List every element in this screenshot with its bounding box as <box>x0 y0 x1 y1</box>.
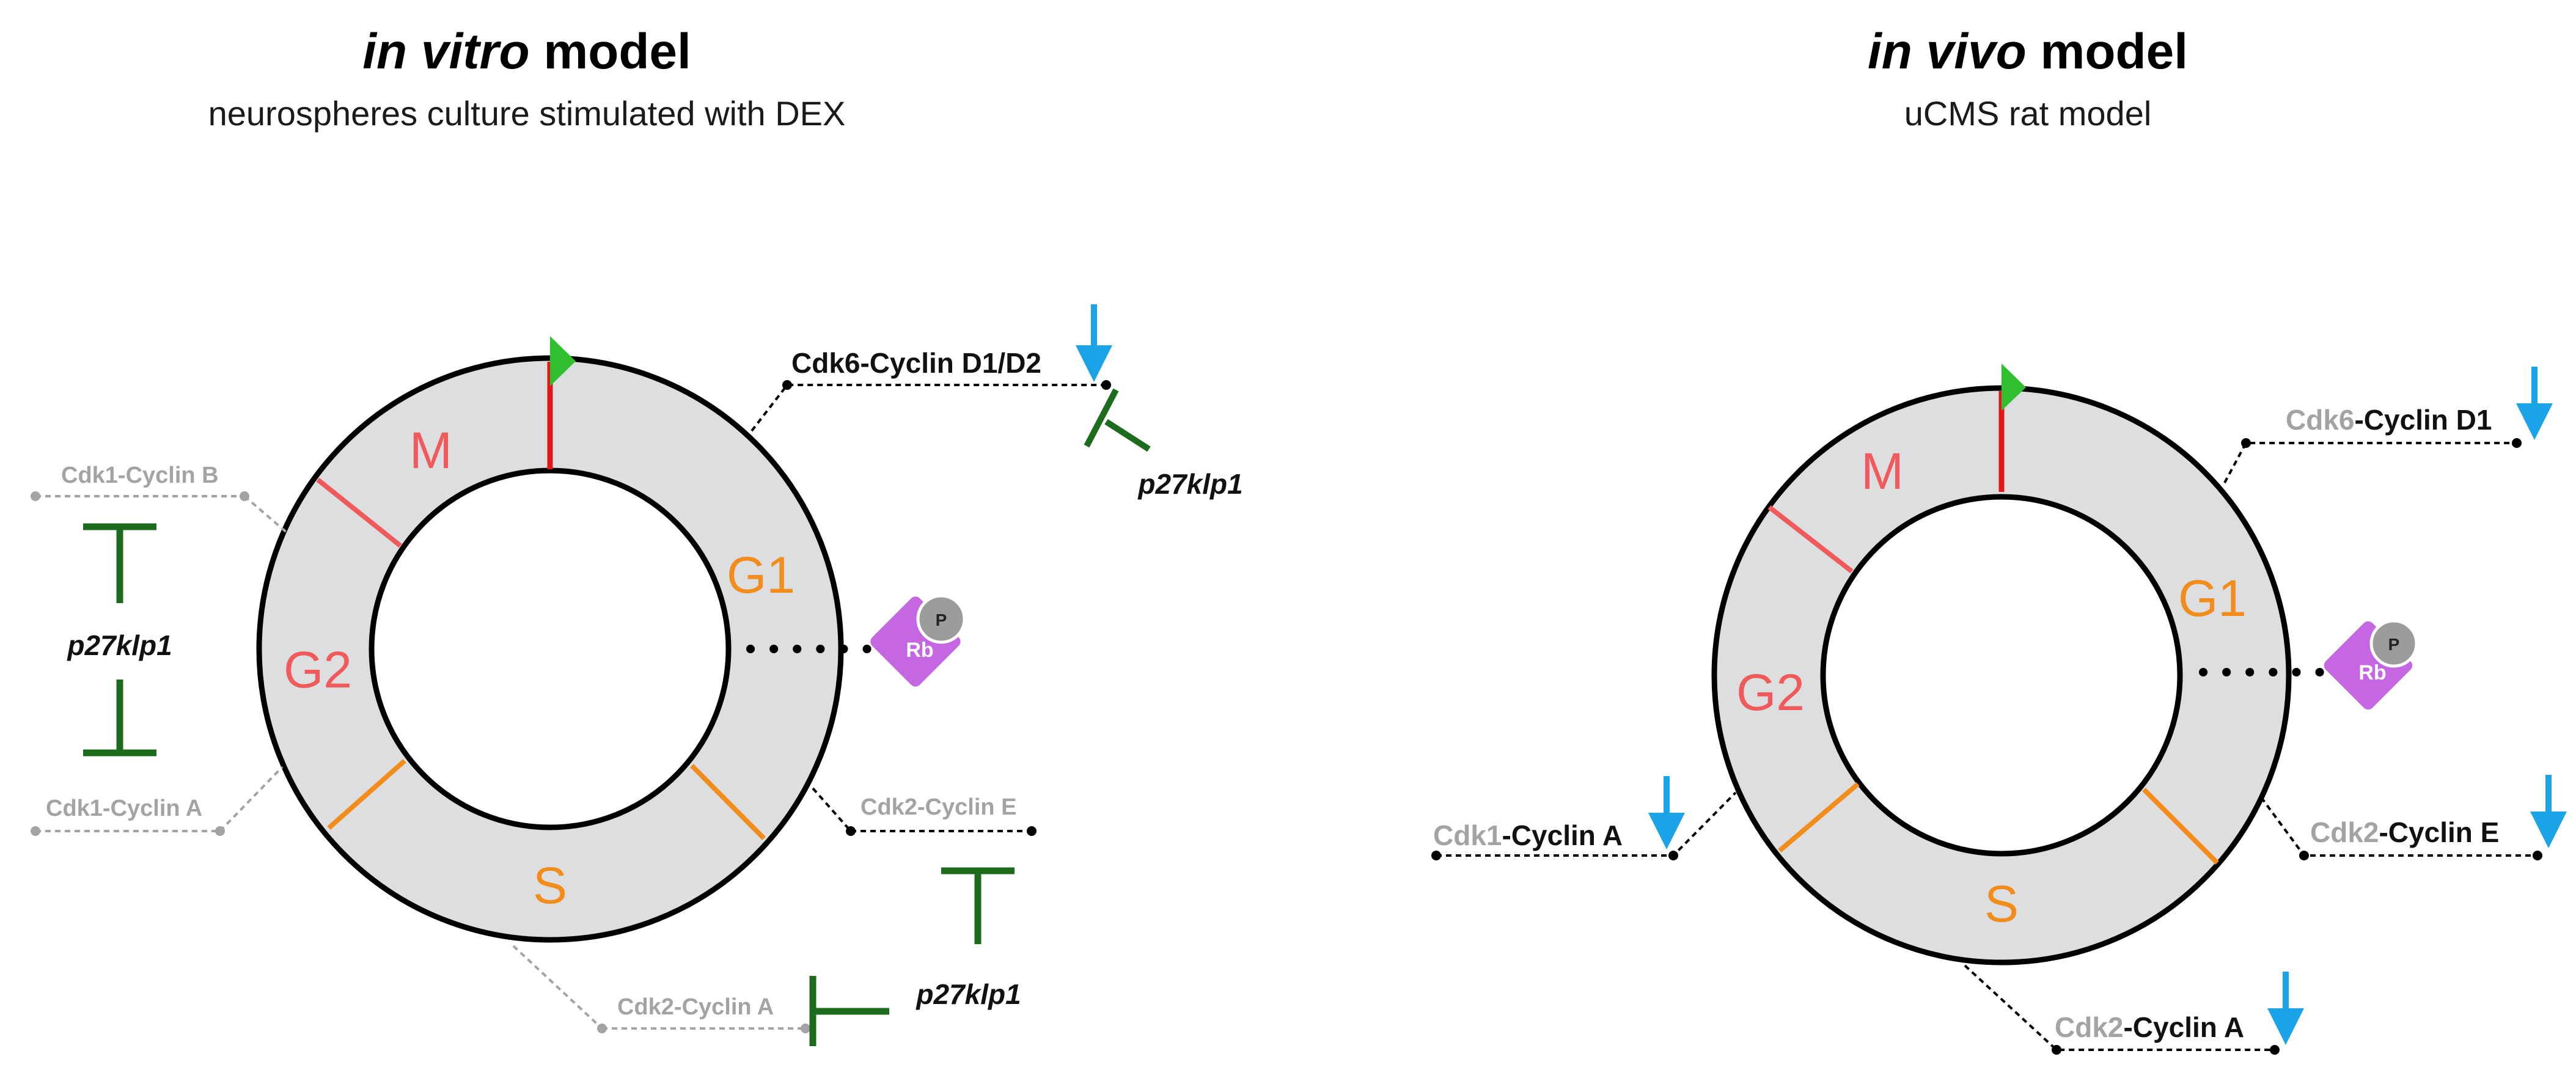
right-cdk6-cyclin: -Cyclin D1 <box>2354 404 2492 436</box>
right-cdk2-cyclin-e-label: Cdk2-Cyclin E <box>2310 816 2499 848</box>
right-rb-label: Rb <box>2358 661 2386 684</box>
left-phase-s: S <box>533 857 567 914</box>
left-cdk6-leader <box>750 384 1106 432</box>
left-title-rest: model <box>530 24 691 79</box>
right-cdk6-kinase: Cdk6 <box>2286 404 2354 436</box>
left-cdk2-cyclin-a-label: Cdk2-Cyclin A <box>617 994 774 1020</box>
left-cdk1a-leader-d <box>219 766 284 832</box>
left-cdk6-leader-dot-b <box>1101 380 1111 390</box>
left-phase-m: M <box>409 422 452 479</box>
right-g2-s-boundary <box>1778 782 1860 853</box>
right-cdk1a-cyclin: -Cyclin A <box>1502 819 1623 851</box>
left-title-italic: in vitro <box>362 24 529 79</box>
left-cdk2e-dot-a <box>846 826 856 836</box>
right-cdk2e-dot-b <box>2533 851 2542 860</box>
left-p27-label-left: p27klp1 <box>66 629 172 661</box>
right-s-g1-boundary <box>2142 788 2219 865</box>
right-subtitle: uCMS rat model <box>1904 94 2152 133</box>
right-cdk6-cyclin-d1-label: Cdk6-Cyclin D1 <box>2286 404 2492 436</box>
left-g2-s-boundary <box>327 759 406 830</box>
right-cdk2e-kinase: Cdk2 <box>2310 816 2379 848</box>
right-title: in vivo model <box>1868 24 2188 79</box>
left-cdk2e-dot-b <box>1027 826 1037 836</box>
left-inner-circle <box>369 467 732 830</box>
right-panel: in vivo model uCMS rat model M G1 G2 S C… <box>1431 24 2567 1055</box>
right-cdk6-dot-b <box>2512 438 2522 448</box>
left-s-g1-boundary <box>690 764 766 840</box>
right-start-marker <box>2002 364 2026 411</box>
right-phase-g2: G2 <box>1736 664 1805 721</box>
left-cdk2a-leader-d <box>512 945 603 1030</box>
left-panel: in vitro model neurospheres culture stim… <box>31 24 1243 1046</box>
right-cdk6-dot-a <box>2241 438 2251 448</box>
left-cdk6-inhibitor-stem <box>1104 419 1151 452</box>
left-cdk1a-dot-b <box>215 826 225 836</box>
left-cdk2a-dot-a <box>597 1024 607 1033</box>
right-cdk2a-kinase: Cdk2 <box>2055 1011 2123 1043</box>
left-cdk1b-dot-a <box>31 491 40 501</box>
right-title-rest: model <box>2027 24 2188 79</box>
left-phospho-group: P <box>916 594 966 644</box>
left-phase-g1: G1 <box>727 546 795 604</box>
left-cdk1a-dot-a <box>31 826 40 836</box>
left-cdk1-cyclin-b-label: Cdk1-Cyclin B <box>61 463 219 488</box>
left-phase-g2: G2 <box>284 641 352 698</box>
left-cdk1b-dot-b <box>240 491 249 501</box>
left-cdk1b-leader-d <box>243 495 288 534</box>
left-cdk6-leader-dot-a <box>782 380 792 390</box>
right-cdk1a-kinase: Cdk1 <box>1433 819 1502 851</box>
right-phase-m: M <box>1861 442 1904 500</box>
left-cdk6-cyclin-d-label: Cdk6-Cyclin D1/D2 <box>791 347 1041 379</box>
left-subtitle: neurospheres culture stimulated with DEX <box>208 94 846 133</box>
right-cdk2a-cyclin: -Cyclin A <box>2123 1011 2244 1043</box>
left-title: in vitro model <box>362 24 691 79</box>
right-inner-circle <box>1820 494 2183 857</box>
left-phospho-label: P <box>936 610 947 629</box>
right-phase-s: S <box>1984 875 2019 933</box>
right-cdk1-cyclin-a-label: Cdk1-Cyclin A <box>1433 819 1623 851</box>
left-cdk2e-leader-d <box>812 787 852 832</box>
left-rb-label: Rb <box>906 639 933 662</box>
left-cdk6-inhibitor-bar <box>1084 388 1119 448</box>
left-cdk1-cyclin-a-label: Cdk1-Cyclin A <box>46 796 202 821</box>
right-cdk1a-dot-b <box>1668 851 1678 860</box>
left-start-marker <box>550 336 576 386</box>
right-cdk2a-dot-a <box>2052 1045 2061 1055</box>
right-cdk2e-dot-a <box>2299 851 2309 860</box>
left-p27-label-bottom: p27klp1 <box>915 978 1021 1010</box>
right-cdk2e-cyclin: -Cyclin E <box>2379 816 2499 848</box>
left-cdk2-cyclin-e-label: Cdk2-Cyclin E <box>861 794 1017 820</box>
right-cdk6-leader <box>2223 442 2517 483</box>
right-cdk2-cyclin-a-label: Cdk2-Cyclin A <box>2055 1011 2244 1043</box>
right-cdk1a-dot-a <box>1431 851 1441 860</box>
right-phospho-group: P <box>2369 619 2418 668</box>
right-title-italic: in vivo <box>1868 24 2027 79</box>
left-cdk2a-dot-b <box>801 1024 810 1033</box>
right-m-g2-boundary <box>1767 505 1854 574</box>
right-phospho-label: P <box>2388 635 2400 654</box>
right-cdk2a-dot-b <box>2270 1045 2280 1055</box>
right-phase-g1: G1 <box>2178 570 2247 627</box>
left-p27-label-top: p27klp1 <box>1137 468 1242 500</box>
right-cdk2a-leader <box>1964 964 2275 1051</box>
left-m-g2-boundary <box>316 477 402 548</box>
